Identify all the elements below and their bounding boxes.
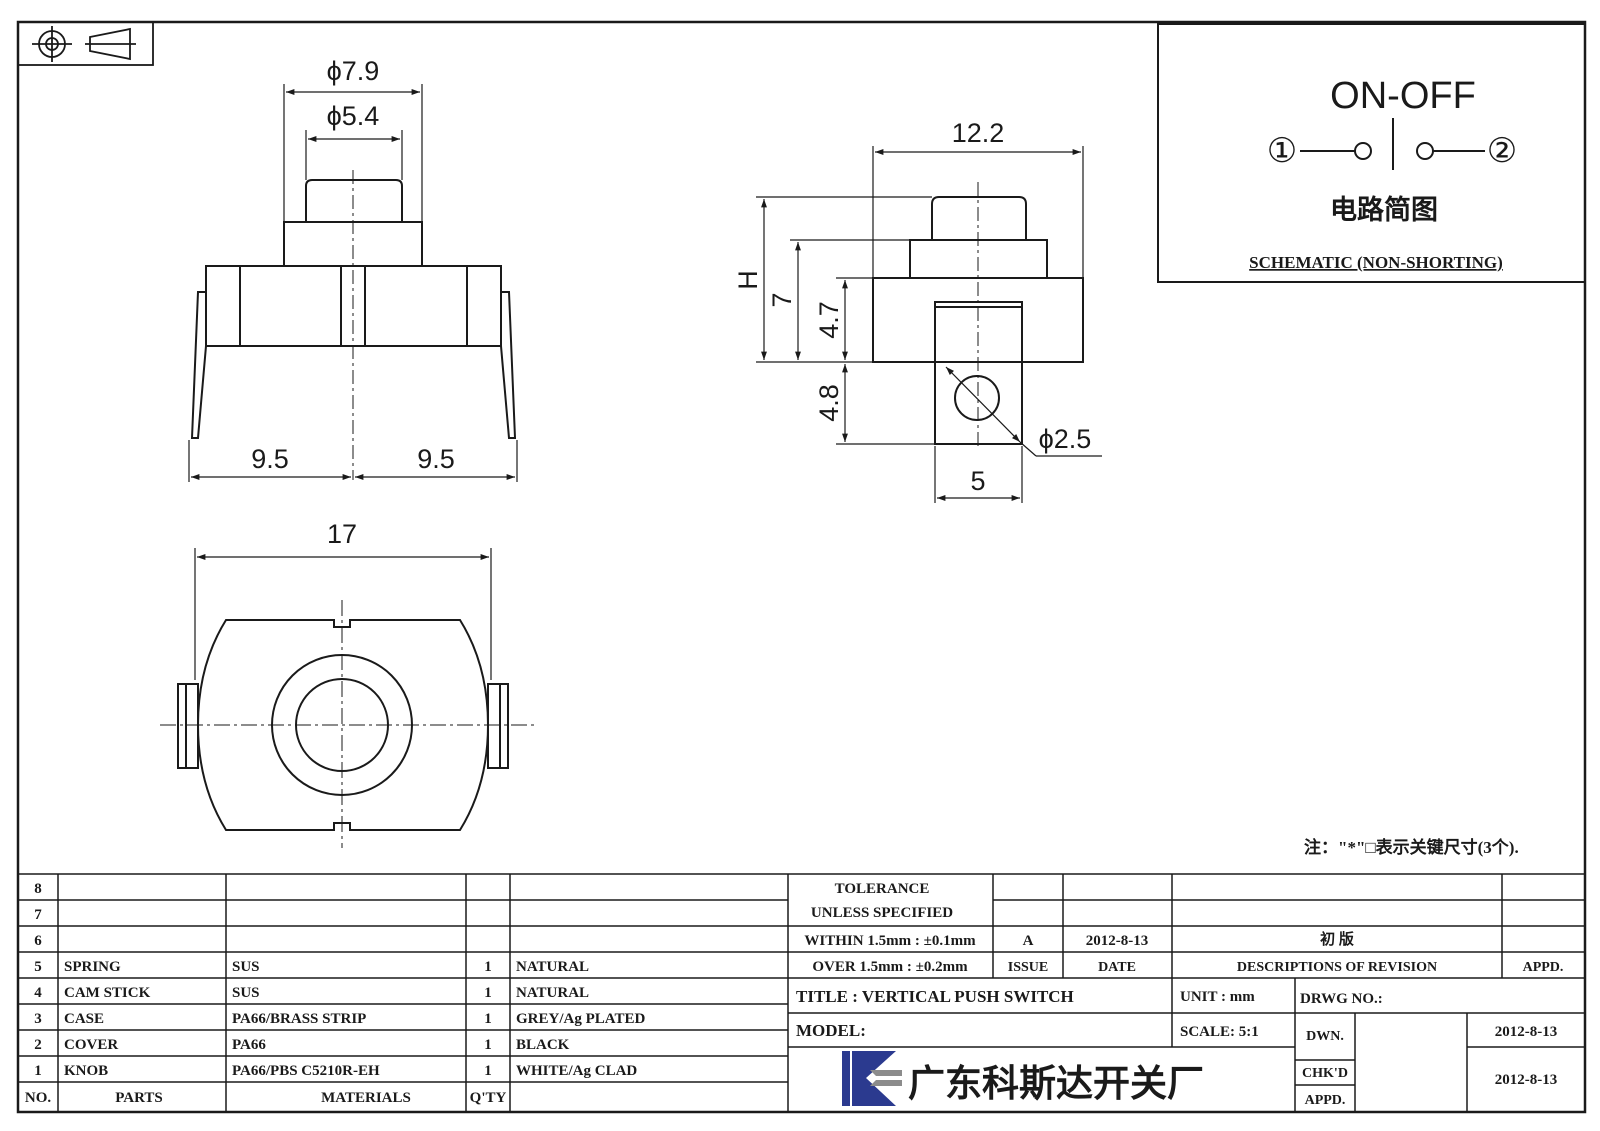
revision-issue: A [1023,933,1034,949]
key-dimension-note: 注："*"□表示关键尺寸(3个). [1304,837,1519,857]
revision-date-label: DATE [1098,960,1136,975]
bom-no: 2 [34,1037,42,1053]
schematic-pin2: ② [1487,132,1517,170]
bom-material: PA66 [232,1037,266,1053]
bom-no: 7 [34,907,42,923]
scale-label: SCALE: 5:1 [1180,1024,1259,1040]
bom-part: SPRING [64,959,121,975]
title-block-grid [18,873,1585,1112]
dim-inner-dia: ϕ5.4 [327,101,380,131]
bom-finish: NATURAL [516,959,589,975]
dim-height-h: H [733,270,763,290]
drawing-title: TITLE : VERTICAL PUSH SWITCH [796,987,1074,1006]
bom-part: CAM STICK [64,985,151,1001]
projection-symbol-icon [17,21,154,66]
tolerance-line3: WITHIN 1.5mm : ±0.1mm [804,933,976,949]
checked-label: CHK'D [1302,1066,1348,1081]
dim-hole-dia: ϕ2.5 [1039,424,1092,454]
drawn-label: DWN. [1306,1029,1344,1044]
bom-finish: BLACK [516,1037,570,1053]
revision-appd-label: APPD. [1523,960,1564,975]
revision-description: 初 版 [1320,930,1354,948]
bom-qty: 1 [484,1037,492,1053]
bom-no: 1 [34,1063,42,1079]
side-dimensions [756,146,1102,503]
model-label: MODEL: [796,1021,866,1040]
bom-no: 4 [34,985,42,1001]
dim-side-width: 12.2 [952,118,1005,148]
bom-finish: NATURAL [516,985,589,1001]
drawing-number-label: DRWG NO.: [1300,991,1383,1007]
dim-outer-dia: ϕ7.9 [327,56,380,86]
schematic-caption-en: SCHEMATIC (NON-SHORTING) [1249,253,1503,272]
top-centerlines [160,600,535,848]
bom-table: 8 7 6 5 SPRING SUS 1 NATURAL 4 CAM STICK… [25,881,646,1106]
bom-no: 3 [34,1011,42,1027]
bom-header-qty: Q'TY [470,1090,507,1106]
unit-label: UNIT : mm [1180,989,1255,1005]
dim-tab-width: 5 [970,466,985,496]
schematic-box [1157,23,1586,283]
bom-qty: 1 [484,1063,492,1079]
dim-width: 17 [327,519,357,549]
bom-qty: 1 [484,959,492,975]
bom-part: COVER [64,1037,118,1053]
schematic-pin1: ① [1267,132,1297,170]
dim-height-4-8: 4.8 [814,384,844,422]
front-dimensions [188,84,518,482]
schematic-caption-cn: 电路简图 [1330,194,1438,225]
revision-desc-label: DESCRIPTIONS OF REVISION [1237,960,1437,975]
company-logo-icon [842,1051,902,1106]
tolerance-line1: TOLERANCE [835,881,930,897]
bom-finish: GREY/Ag PLATED [516,1011,645,1027]
bom-material: PA66/BRASS STRIP [232,1011,366,1027]
bom-finish: WHITE/Ag CLAD [516,1063,637,1079]
schematic-title: ON-OFF [1330,75,1476,117]
revision-date: 2012-8-13 [1086,933,1149,949]
top-dimensions [194,548,492,680]
bom-no: 8 [34,881,42,897]
bom-qty: 1 [484,985,492,1001]
dim-height-4-7: 4.7 [814,301,844,339]
bom-header-materials: MATERIALS [321,1090,411,1106]
drawn-date: 2012-8-13 [1495,1024,1558,1040]
bom-material: PA66/PBS C5210R-EH [232,1063,380,1079]
tolerance-line2: UNLESS SPECIFIED [811,905,953,921]
bom-material: SUS [232,985,260,1001]
bom-part: KNOB [64,1063,108,1079]
bom-no: 5 [34,959,42,975]
dim-pin-left: 9.5 [251,444,289,474]
tolerance-line4: OVER 1.5mm : ±0.2mm [812,959,968,975]
approved-label: APPD. [1305,1093,1346,1108]
sheet-border [16,20,1587,1114]
bom-no: 6 [34,933,42,949]
bom-material: SUS [232,959,260,975]
company-name: 广东科斯达开关厂 [908,1063,1204,1104]
checked-date: 2012-8-13 [1495,1072,1558,1088]
bom-qty: 1 [484,1011,492,1027]
revision-issue-label: ISSUE [1008,960,1048,975]
dim-height-7: 7 [767,292,797,307]
dim-pin-right: 9.5 [417,444,455,474]
bom-header-parts: PARTS [115,1090,163,1106]
bom-header-no: NO. [25,1090,52,1106]
bom-part: CASE [64,1011,104,1027]
